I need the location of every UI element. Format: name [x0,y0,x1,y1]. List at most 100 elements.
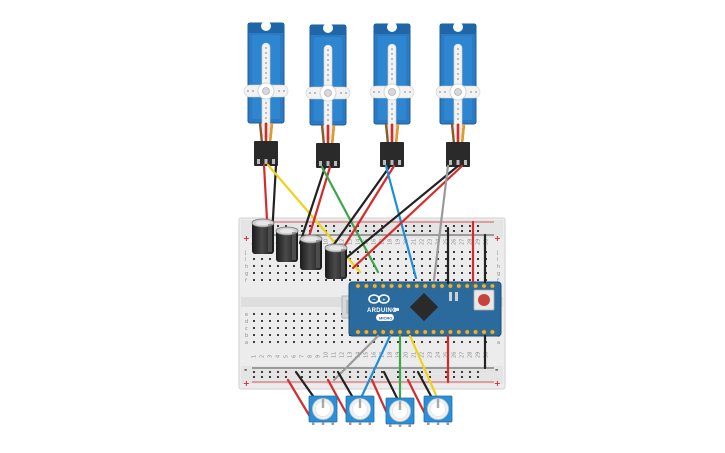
header-pin[interactable] [397,329,403,335]
wire-pot2-signal[interactable] [358,334,392,402]
header-pin[interactable] [389,283,395,289]
potentiometer-1[interactable] [308,395,338,426]
potentiometer-icon [345,395,375,426]
wire-servo4-power[interactable] [351,164,464,270]
capacitor-icon [299,234,323,271]
wire-pot4-signal[interactable] [408,334,438,397]
wire-pot1-signal[interactable] [332,334,380,382]
header-pin[interactable] [405,329,411,335]
column-number: 11 [332,352,338,358]
column-number: 3 [268,355,274,358]
servo-motor-3[interactable] [368,20,416,169]
header-pin[interactable] [473,329,479,335]
capacitor-4[interactable] [324,243,348,280]
header-pin[interactable] [481,283,487,289]
header-pin[interactable] [363,283,369,289]
column-number: 16 [372,352,378,358]
row-letter: a [497,340,500,346]
column-number: 18 [388,239,394,245]
servo-motor-1[interactable] [242,19,290,168]
wire-servo3-ground[interactable] [328,164,392,252]
servo-motor-4[interactable] [434,20,482,169]
arduino-infinity-logo-icon: − + [368,294,390,304]
microcontroller-chip-icon [409,292,439,322]
svg-text:+: + [382,297,386,303]
header-pin[interactable] [405,283,411,289]
header-pin[interactable] [380,283,386,289]
header-pin[interactable] [473,283,479,289]
header-pin[interactable] [481,329,487,335]
header-pin[interactable] [422,329,428,335]
row-letter: c [245,326,248,332]
column-number: 25 [444,352,450,358]
header-pin[interactable] [431,329,437,335]
header-pin[interactable] [456,329,462,335]
wire-pot1-power[interactable] [286,378,314,422]
reset-button-icon[interactable] [473,289,495,311]
header-pin[interactable] [422,283,428,289]
capacitor-1[interactable] [251,218,275,255]
column-number: 21 [412,352,418,358]
column-number: 27 [460,352,466,358]
capacitor-3[interactable] [299,234,323,271]
capacitor-2[interactable] [275,226,299,263]
servo-motor-icon [368,20,416,169]
header-pin[interactable] [355,329,361,335]
column-number: 30 [484,239,490,245]
column-number: 13 [348,239,354,245]
wire-servo4-signal[interactable] [432,164,450,282]
servo-motor-icon [304,21,352,170]
rail-plus-label-bl: + [243,379,250,388]
arduino-micro-board[interactable]: − + ARDUINO MICRO [341,281,502,337]
column-number: 30 [484,352,490,358]
header-pin[interactable] [380,329,386,335]
row-letter: e [245,312,248,318]
potentiometer-icon [423,395,453,426]
column-number: 13 [348,352,354,358]
header-pin[interactable] [489,329,495,335]
column-number: 29 [476,352,482,358]
header-pin[interactable] [389,329,395,335]
header-pin[interactable] [447,329,453,335]
potentiometer-2[interactable] [345,395,375,426]
header-pin[interactable] [355,283,361,289]
header-pin[interactable] [414,283,420,289]
header-pin[interactable] [464,283,470,289]
column-number: 14 [356,239,362,245]
row-letter: h [497,264,500,270]
header-pin[interactable] [397,283,403,289]
column-number: 18 [388,352,394,358]
column-number: 21 [412,239,418,245]
column-number: 26 [452,352,458,358]
header-pin[interactable] [439,329,445,335]
header-pin[interactable] [439,283,445,289]
header-pin[interactable] [489,283,495,289]
servo-motor-icon [434,20,482,169]
rail-plus-label-tl: + [243,234,250,243]
header-pin[interactable] [372,283,378,289]
header-pin[interactable] [414,329,420,335]
potentiometer-3[interactable] [385,397,415,428]
wire-servo4-ground[interactable] [344,164,460,260]
column-number: 19 [396,352,402,358]
header-pin[interactable] [431,283,437,289]
column-number: 12 [340,352,346,358]
header-pin[interactable] [464,329,470,335]
arduino-pin-headers[interactable] [355,283,495,335]
column-number: 24 [436,352,442,358]
wire-servo2-ground[interactable] [298,165,327,245]
column-number: 19 [396,239,402,245]
potentiometer-4[interactable] [423,395,453,426]
column-number: 22 [420,239,426,245]
wires[interactable] [262,163,487,422]
column-number: 5 [284,355,290,358]
wire-servo3-power[interactable] [335,164,396,260]
row-letter: j [244,250,246,256]
header-pin[interactable] [372,329,378,335]
header-pin[interactable] [363,329,369,335]
row-letter: j [496,250,498,256]
servo-motor-2[interactable] [304,21,352,170]
header-pin[interactable] [447,283,453,289]
header-pin[interactable] [456,283,462,289]
